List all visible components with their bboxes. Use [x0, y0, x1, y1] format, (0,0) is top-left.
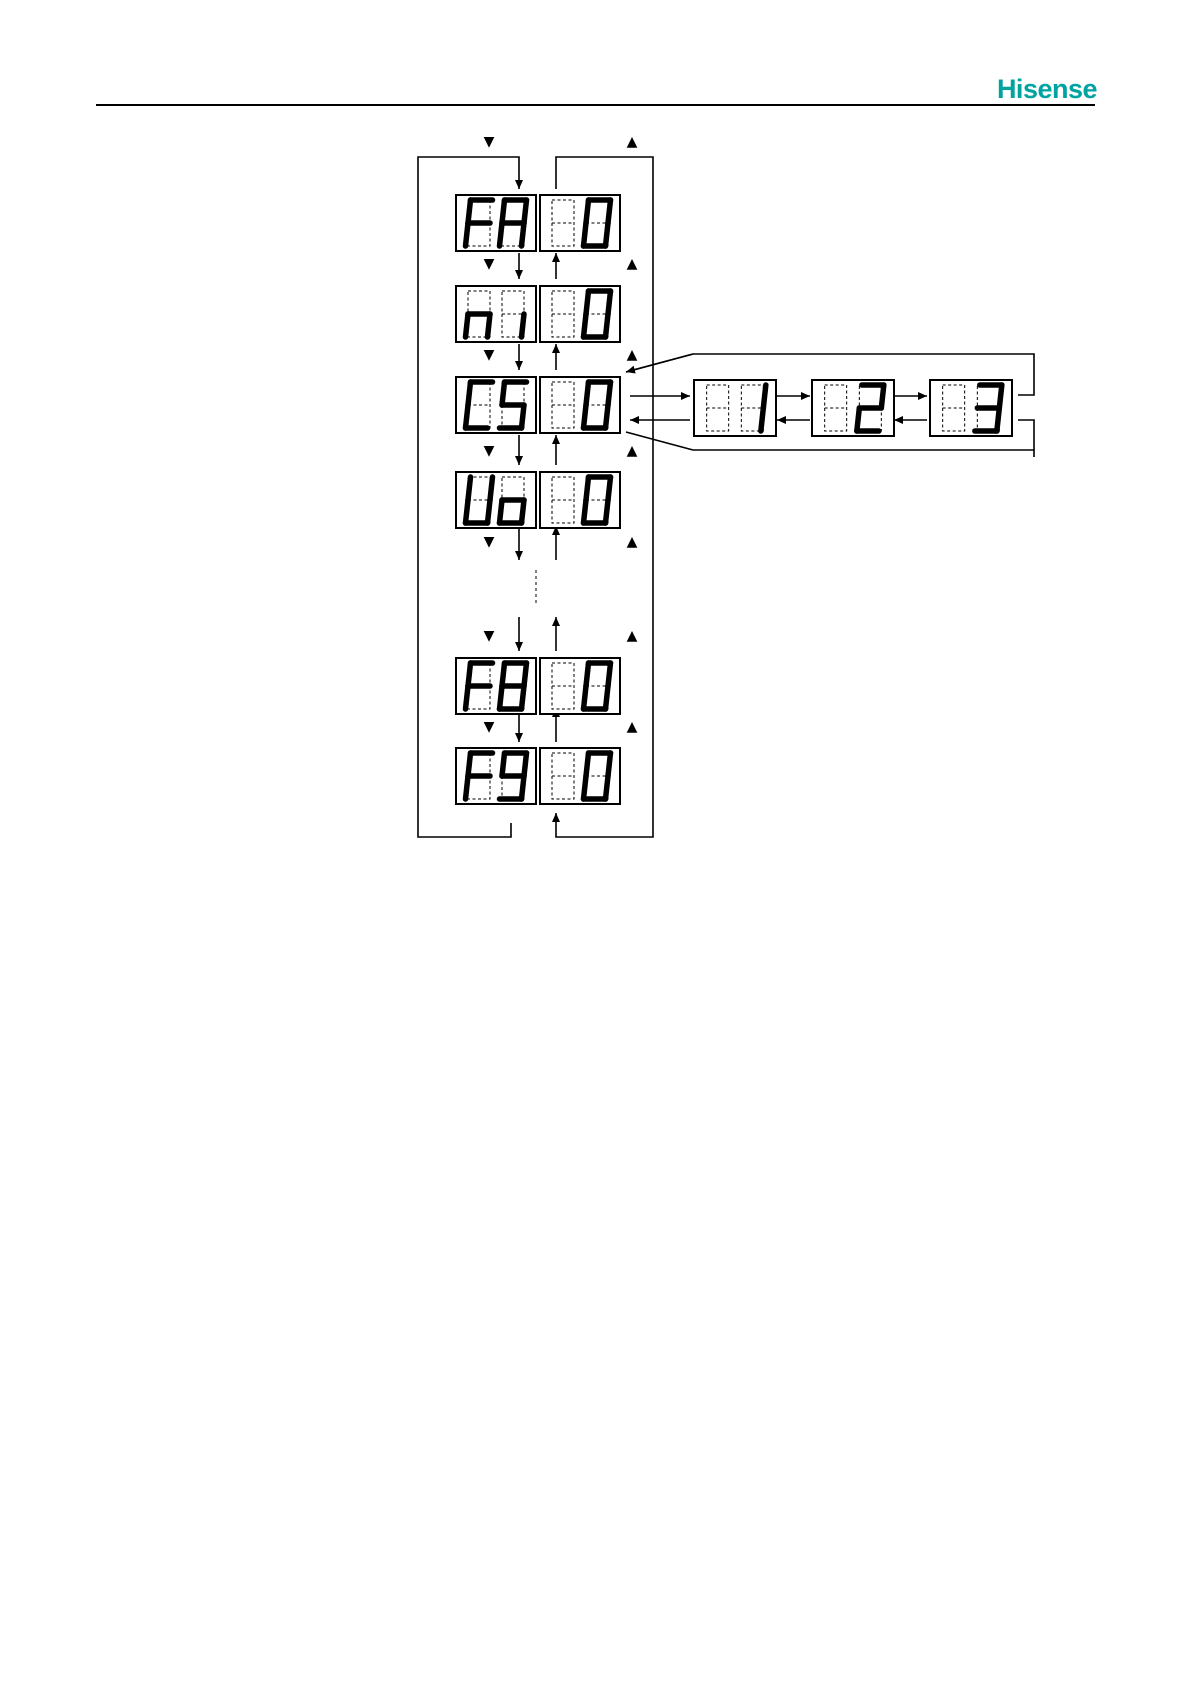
up-key-symbol: ▲: [627, 256, 638, 272]
option-display-1: [694, 380, 776, 436]
up-key-symbol: ▲: [627, 443, 638, 459]
code-display-f9: [456, 748, 536, 804]
option-display-3: [930, 380, 1012, 436]
up-key-symbol: ▲: [627, 628, 638, 644]
value-display-ni: [540, 286, 620, 342]
down-key-symbol: ▼: [484, 134, 495, 150]
down-key-symbol: ▼: [484, 443, 495, 459]
code-display-cs: [456, 377, 536, 433]
up-key-symbol: ▲: [627, 134, 638, 150]
value-display-f9: [540, 748, 620, 804]
down-key-symbol: ▼: [484, 628, 495, 644]
down-key-symbol: ▼: [484, 534, 495, 550]
up-key-symbol: ▲: [627, 719, 638, 735]
value-display-f8: [540, 658, 620, 714]
option-display-2: [812, 380, 894, 436]
value-display-uo: [540, 472, 620, 528]
up-key-symbol: ▲: [627, 534, 638, 550]
code-display-fa: [456, 195, 536, 251]
up-key-symbol: ▲: [627, 347, 638, 363]
code-display-ni: [456, 286, 536, 342]
down-key-symbol: ▼: [484, 256, 495, 272]
value-display-fa: [540, 195, 620, 251]
code-display-f8: [456, 658, 536, 714]
value-display-cs: [540, 377, 620, 433]
code-display-uo: [456, 472, 536, 528]
down-key-symbol: ▼: [484, 719, 495, 735]
down-key-symbol: ▼: [484, 347, 495, 363]
